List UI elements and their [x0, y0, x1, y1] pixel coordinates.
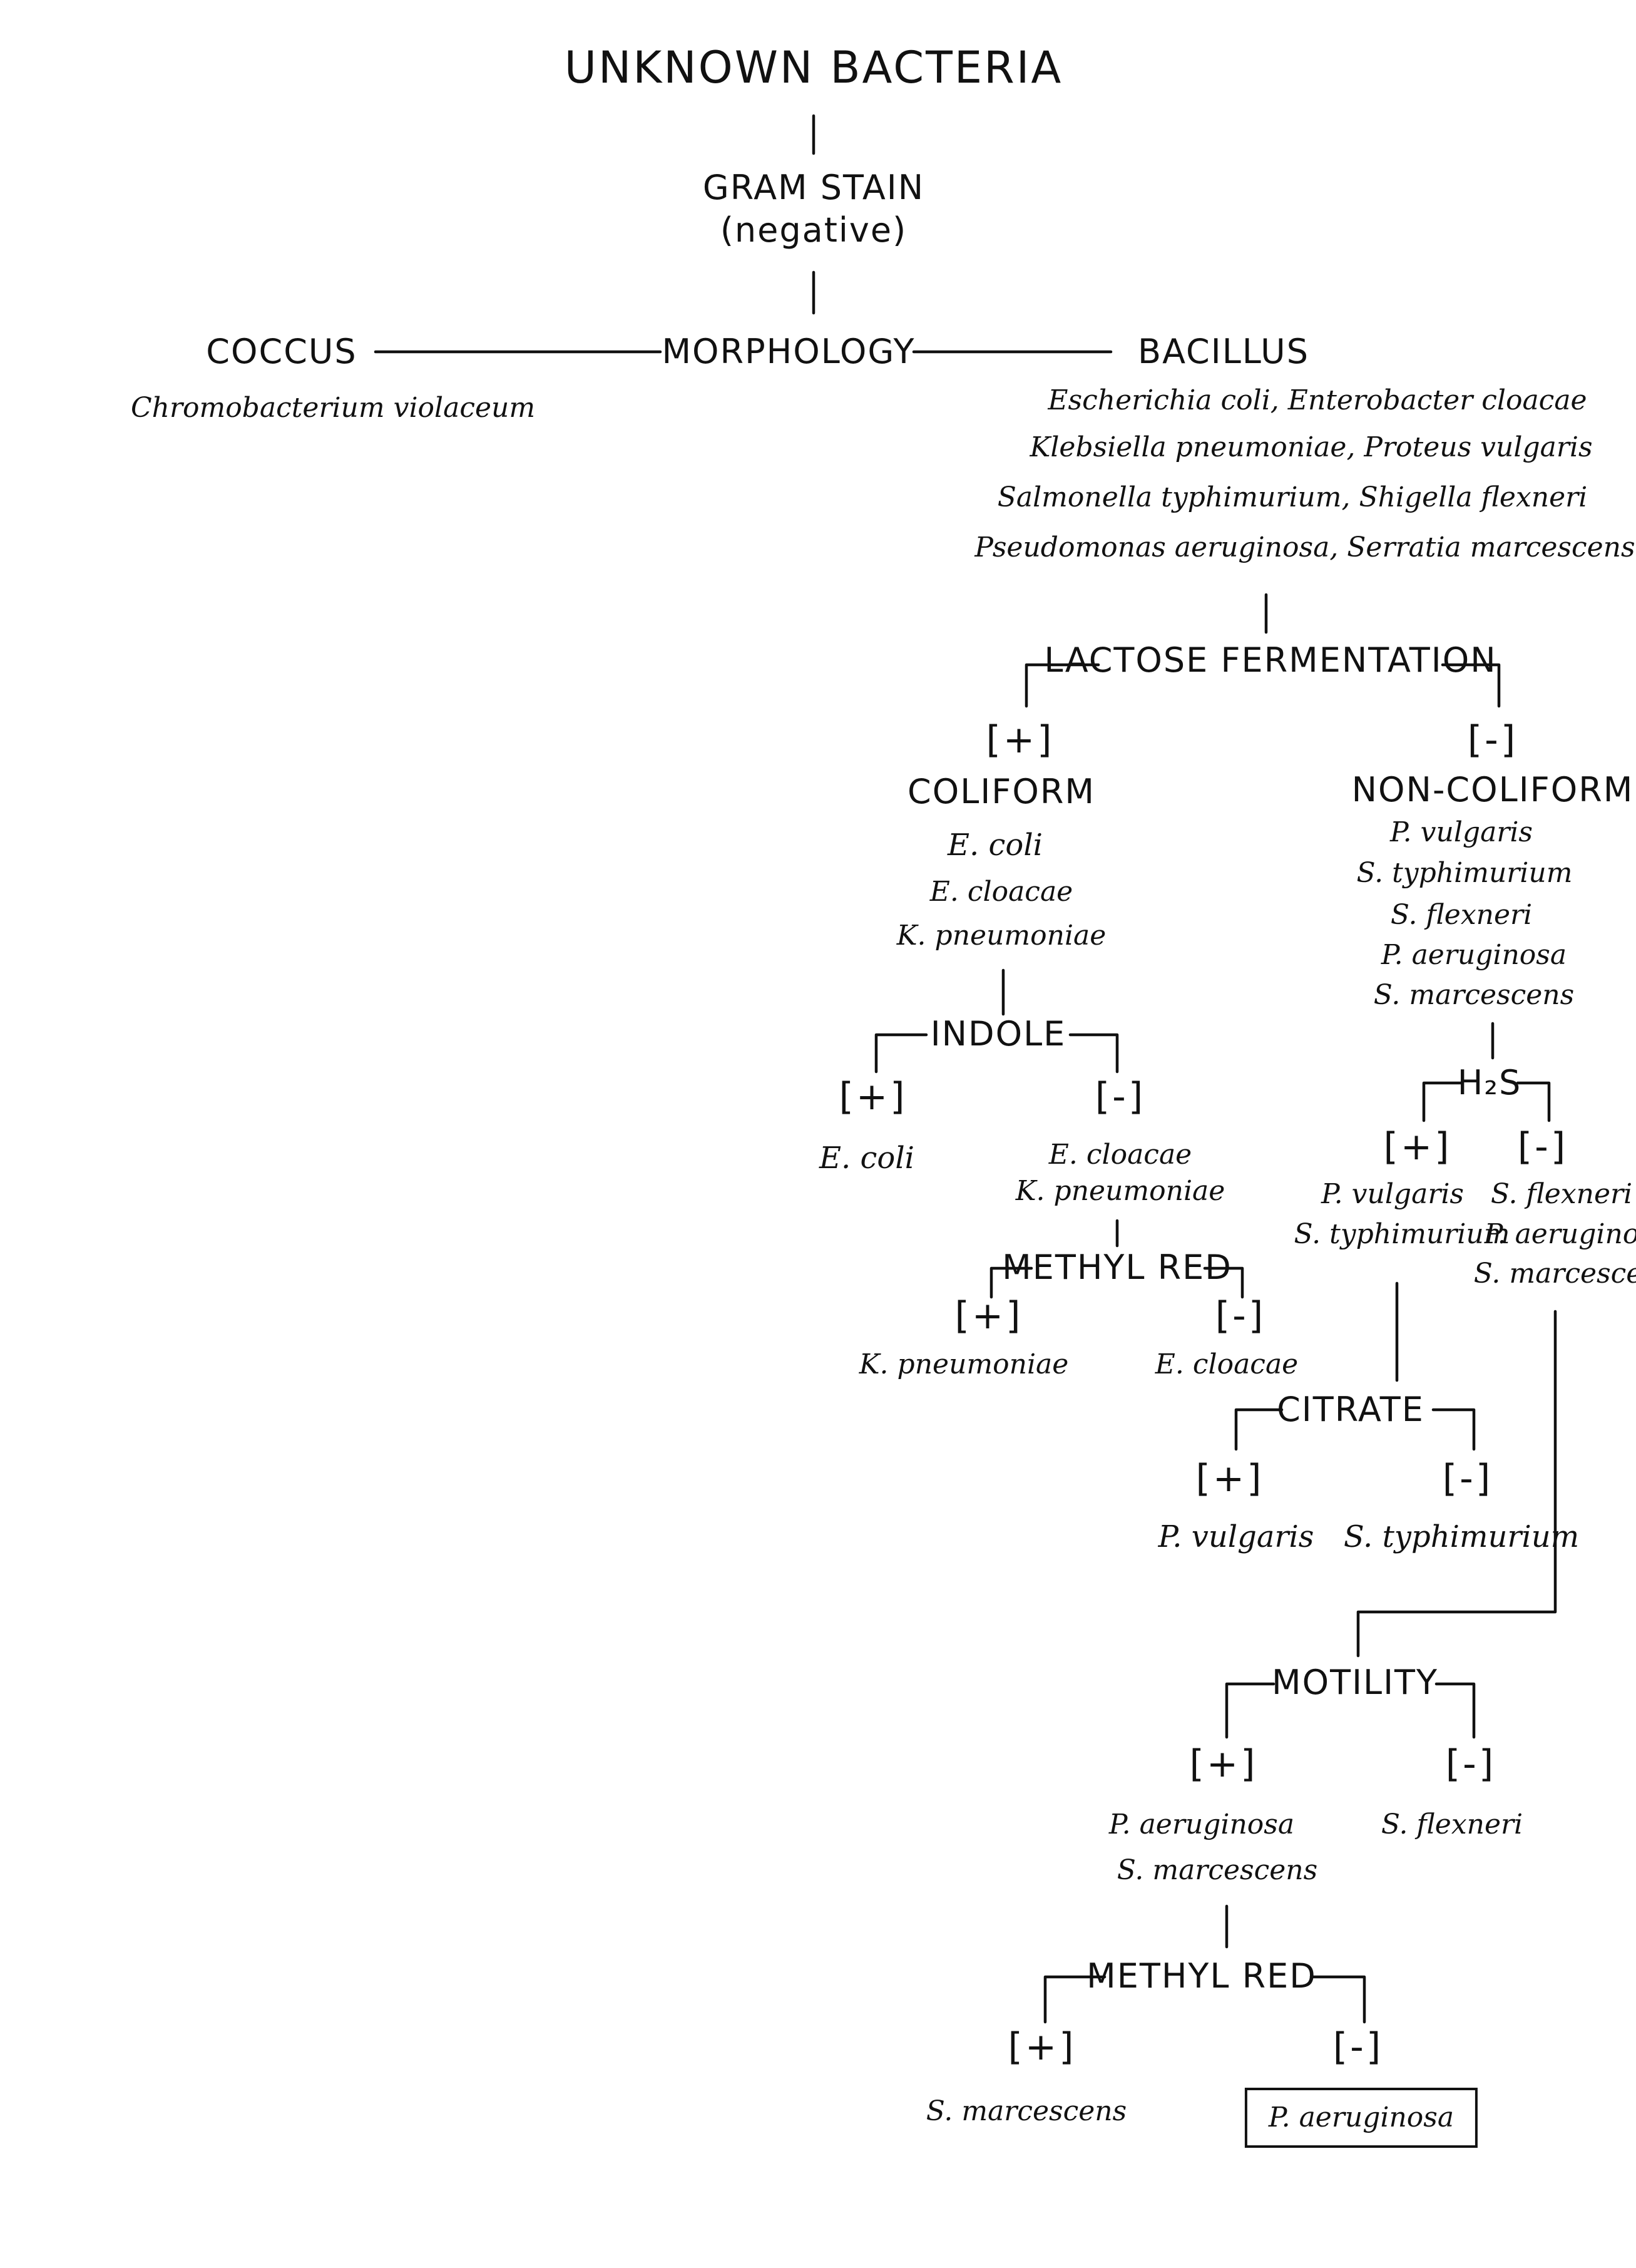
h2s-negative-species: S. marcescens — [1473, 1258, 1636, 1290]
morphology-label: MORPHOLOGY — [662, 332, 916, 371]
methyl-red-1-negative-sign: [-] — [1215, 1294, 1266, 1338]
title: UNKNOWN BACTERIA — [564, 42, 1063, 93]
lactose-negative-sign: [-] — [1467, 718, 1518, 762]
indole-negative-sign: [-] — [1095, 1075, 1146, 1119]
connector-h2s-neg — [1516, 1081, 1551, 1122]
connector-methylred2-neg — [1309, 1975, 1366, 2024]
bacillus-species-line: Salmonella typhimurium, Shigella flexner… — [997, 481, 1588, 513]
noncoliform-label: NON-COLIFORM — [1351, 770, 1634, 809]
citrate-positive-species: P. vulgaris — [1158, 1519, 1314, 1554]
citrate-negative-species: S. typhimurium — [1343, 1519, 1580, 1554]
coccus-label: COCCUS — [206, 332, 357, 371]
bacillus-species-line: Klebsiella pneumoniae, Proteus vulgaris — [1030, 431, 1593, 463]
motility-positive-sign: [+] — [1189, 1742, 1258, 1786]
connector-h2s-motility — [1356, 1310, 1557, 1658]
coliform-species: E. coli — [947, 828, 1043, 863]
methyl-red-2-positive-species: S. marcescens — [926, 2095, 1127, 2127]
connector-lactose-pos — [1025, 663, 1100, 708]
connector-citrate-pos — [1234, 1408, 1284, 1451]
connector-indole-pos — [874, 1033, 928, 1074]
indole-label: INDOLE — [930, 1014, 1066, 1054]
connector-methylred1-neg — [1203, 1266, 1244, 1299]
connector-methylred1-pos — [989, 1266, 1033, 1299]
methyl-red-1-label: METHYL RED — [1002, 1248, 1232, 1287]
connector-motility-neg — [1434, 1682, 1476, 1739]
indole-positive-species: E. coli — [819, 1141, 915, 1176]
h2s-positive-sign: [+] — [1383, 1125, 1452, 1169]
connector-indole-neg — [1068, 1033, 1119, 1074]
final-result-box: P. aeruginosa — [1244, 2088, 1478, 2148]
connector-citrate-neg — [1431, 1408, 1476, 1451]
noncoliform-species: S. marcescens — [1373, 979, 1575, 1011]
methyl-red-2-positive-sign: [+] — [1008, 2025, 1076, 2069]
coccus-species: Chromobacterium violaceum — [130, 392, 536, 424]
lactose-fermentation-label: LACTOSE FERMENTATION — [1044, 640, 1497, 680]
motility-negative-sign: [-] — [1445, 1742, 1496, 1786]
connector-motility-pos — [1225, 1682, 1276, 1739]
coliform-species: E. cloacae — [929, 876, 1073, 908]
h2s-negative-sign: [-] — [1517, 1125, 1568, 1169]
connector-lactose-neg — [1441, 663, 1501, 708]
noncoliform-species: S. flexneri — [1390, 899, 1533, 931]
indole-negative-species: K. pneumoniae — [1015, 1175, 1225, 1207]
noncoliform-species: P. aeruginosa — [1381, 939, 1567, 971]
noncoliform-species: S. typhimurium — [1356, 857, 1573, 889]
indole-positive-sign: [+] — [839, 1075, 907, 1119]
citrate-positive-sign: [+] — [1195, 1457, 1264, 1501]
indole-negative-species: E. cloacae — [1048, 1139, 1192, 1171]
h2s-negative-species: P. aeruginosa — [1484, 1218, 1636, 1250]
citrate-negative-sign: [-] — [1442, 1457, 1493, 1501]
h2s-label: H₂S — [1457, 1063, 1522, 1102]
lactose-positive-sign: [+] — [986, 718, 1055, 762]
h2s-positive-species: P. vulgaris — [1321, 1178, 1465, 1210]
noncoliform-species: P. vulgaris — [1389, 816, 1533, 848]
motility-positive-species: P. aeruginosa — [1108, 1809, 1295, 1840]
gram-stain-result: (negative) — [720, 210, 907, 250]
connector-methylred2-pos — [1043, 1975, 1107, 2024]
bacillus-species-line: Escherichia coli, Enterobacter cloacae — [1048, 384, 1587, 416]
bacillus-species-line: Pseudomonas aeruginosa, Serratia marcesc… — [974, 531, 1635, 563]
h2s-negative-species: S. flexneri — [1490, 1178, 1633, 1210]
motility-positive-species: S. marcescens — [1117, 1854, 1318, 1886]
h2s-positive-species: S. typhimurium — [1294, 1218, 1510, 1250]
motility-label: MOTILITY — [1272, 1663, 1438, 1702]
coliform-label: COLIFORM — [907, 772, 1095, 811]
coliform-species: K. pneumoniae — [896, 920, 1107, 952]
methyl-red-1-positive-sign: [+] — [954, 1294, 1023, 1338]
connector-h2s-pos — [1422, 1081, 1463, 1122]
methyl-red-2-negative-sign: [-] — [1332, 2025, 1384, 2069]
motility-negative-species: S. flexneri — [1381, 1809, 1523, 1840]
methyl-red-2-label: METHYL RED — [1086, 1956, 1317, 1996]
gram-stain-label: GRAM STAIN — [702, 168, 925, 207]
bacillus-label: BACILLUS — [1138, 332, 1309, 371]
citrate-label: CITRATE — [1277, 1390, 1424, 1429]
methyl-red-1-negative-species: E. cloacae — [1155, 1348, 1299, 1380]
methyl-red-1-positive-species: K. pneumoniae — [859, 1348, 1069, 1380]
